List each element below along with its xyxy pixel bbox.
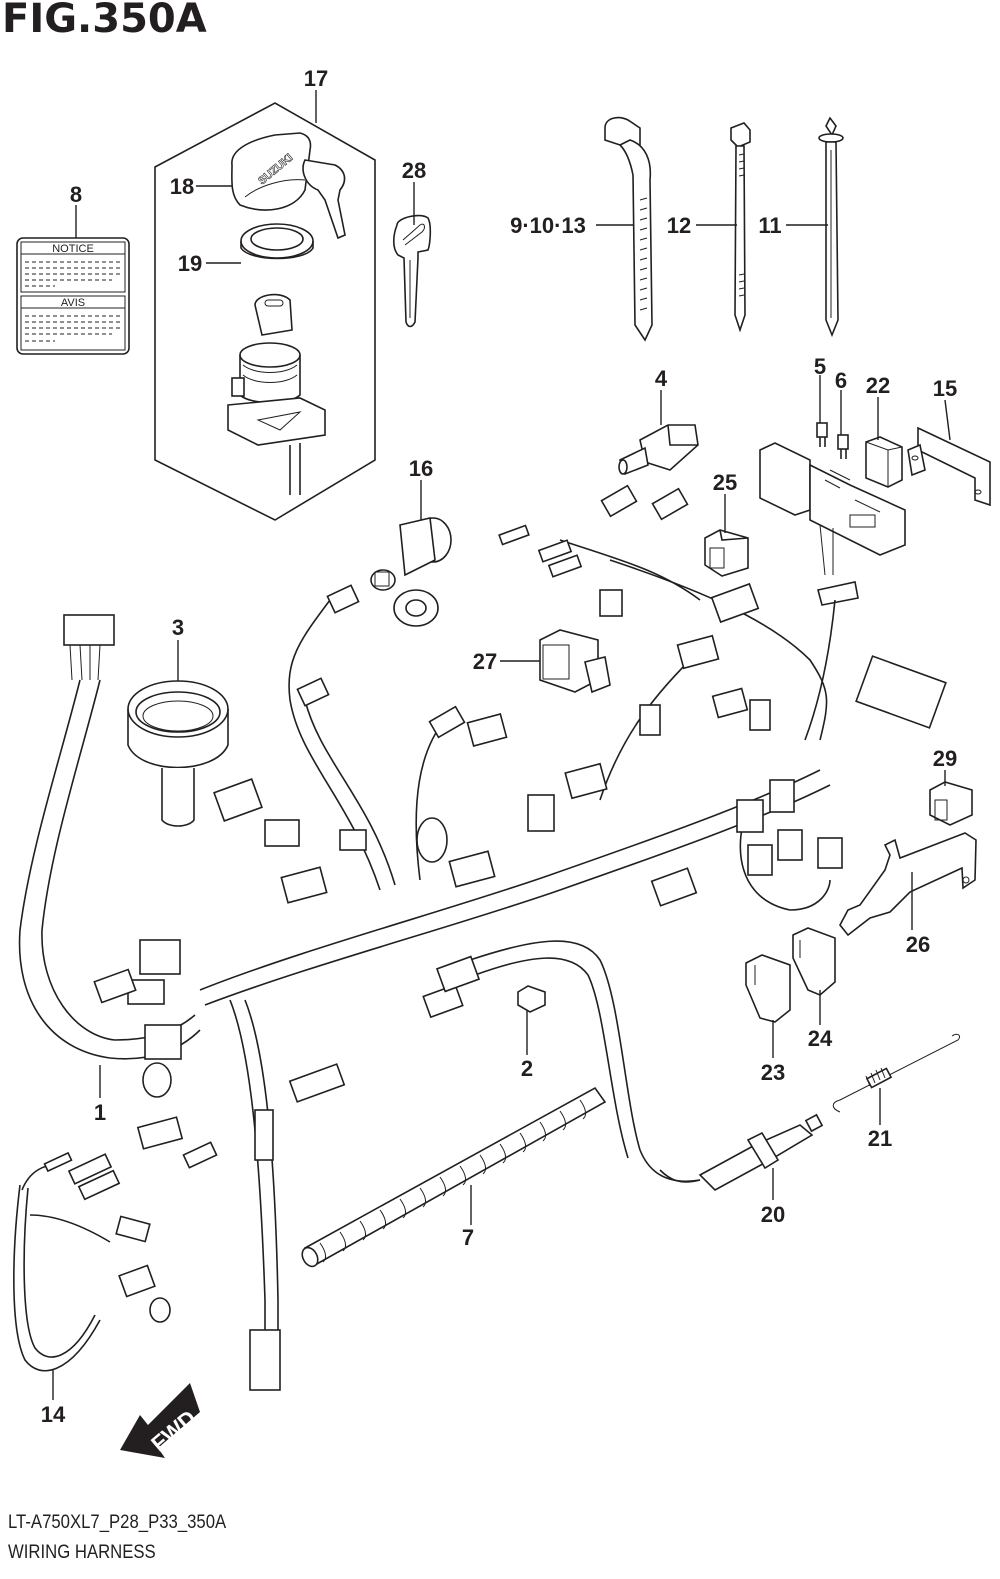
callout-3: 3 xyxy=(172,615,184,640)
fuse-b-part[interactable] xyxy=(837,434,849,459)
callout-21: 21 xyxy=(868,1126,892,1151)
callout-19: 19 xyxy=(178,251,202,276)
notice-label-part[interactable]: NOTICE AVIS xyxy=(16,237,130,355)
coupler-cap-part[interactable] xyxy=(929,781,973,826)
callout-6: 6 xyxy=(835,368,847,393)
callout-29: 29 xyxy=(933,746,957,771)
avis-heading: AVIS xyxy=(61,297,85,309)
fuse-a-part[interactable] xyxy=(816,422,828,447)
forward-direction-arrow: FWD xyxy=(120,1383,201,1458)
callout-15: 15 xyxy=(933,376,957,401)
model-code: LT-A750XL7_P28_P33_350A xyxy=(8,1512,227,1533)
connector-coupler-part[interactable] xyxy=(704,529,749,577)
callout-7: 7 xyxy=(462,1225,474,1250)
callout-20: 20 xyxy=(761,1202,785,1227)
callout-28: 28 xyxy=(402,158,426,183)
callout-1: 1 xyxy=(94,1100,106,1125)
connector-cover-b-part[interactable] xyxy=(792,927,836,996)
corrugated-tube-part[interactable] xyxy=(299,1086,607,1269)
main-wiring-harness[interactable] xyxy=(18,484,947,1391)
cable-tie-clip-part[interactable] xyxy=(818,116,844,338)
section-name: WIRING HARNESS xyxy=(8,1542,156,1563)
callout-5: 5 xyxy=(814,354,826,379)
fuse-box[interactable] xyxy=(759,442,906,606)
leader-lines xyxy=(52,90,951,1400)
blank-key-part[interactable] xyxy=(392,214,432,328)
callout-labels: 8 17 18 19 28 9·10·13 12 11 4 5 6 22 15 … xyxy=(41,66,957,1427)
sub-harness-part[interactable] xyxy=(13,1116,218,1372)
cable-tie-part[interactable] xyxy=(730,122,751,333)
figure-title: FIG.350A xyxy=(2,0,207,42)
callout-9-10-13: 9·10·13 xyxy=(510,213,586,238)
bracket-plate-part[interactable] xyxy=(839,832,977,937)
callout-17: 17 xyxy=(304,66,328,91)
fuse-box-bracket-part[interactable] xyxy=(907,426,991,507)
callout-26: 26 xyxy=(906,932,930,957)
callout-27: 27 xyxy=(473,649,497,674)
spring-part[interactable] xyxy=(832,1033,961,1113)
callout-25: 25 xyxy=(713,470,737,495)
callout-22: 22 xyxy=(866,373,890,398)
connector-cap-part[interactable] xyxy=(517,985,546,1013)
relay-part[interactable] xyxy=(865,436,903,488)
grommet-boot-part[interactable] xyxy=(127,680,229,827)
relay-module-part[interactable] xyxy=(539,629,611,694)
connector-cover-a-part[interactable] xyxy=(745,954,791,1023)
callout-12: 12 xyxy=(667,213,691,238)
power-socket-part[interactable] xyxy=(370,517,452,627)
callout-16: 16 xyxy=(409,456,433,481)
callout-2: 2 xyxy=(521,1056,533,1081)
terminal-cover-part[interactable] xyxy=(618,424,699,476)
cable-tie-clamp-part[interactable] xyxy=(604,116,653,342)
ignition-switch-assembly[interactable]: SUZUKI xyxy=(154,102,376,521)
oxygen-sensor-part[interactable] xyxy=(659,1113,824,1191)
callout-24: 24 xyxy=(808,1026,833,1051)
callout-11: 11 xyxy=(758,213,781,238)
callout-8: 8 xyxy=(70,182,82,207)
callout-18: 18 xyxy=(170,174,194,199)
callout-14: 14 xyxy=(41,1402,66,1427)
callout-4: 4 xyxy=(655,366,668,391)
callout-23: 23 xyxy=(761,1060,785,1085)
notice-heading: NOTICE xyxy=(52,243,94,255)
